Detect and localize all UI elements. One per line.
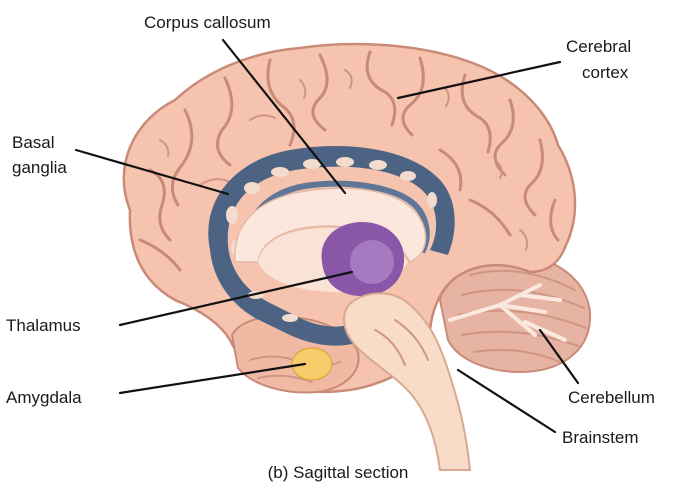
- leader-cerebellum: [538, 328, 580, 385]
- leader-brainstem: [456, 368, 557, 434]
- arbor-vitae: [448, 283, 567, 342]
- leader-corpus-callosum: [221, 38, 347, 195]
- labels: Corpus callosum Cerebral cortex Basal ga…: [6, 13, 655, 482]
- brainstem-shape: [343, 292, 472, 471]
- corpus-callosum: [234, 187, 427, 263]
- thalamus: [321, 222, 405, 296]
- amygdala: [291, 347, 333, 381]
- leader-basal-ganglia: [74, 148, 230, 196]
- label-amygdala: Amygdala: [6, 388, 82, 407]
- cerebellum: [438, 253, 592, 374]
- label-corpus-callosum: Corpus callosum: [144, 13, 271, 32]
- leader-amygdala: [118, 362, 307, 395]
- label-cerebral-cortex-line1: Cerebral: [566, 37, 631, 56]
- label-thalamus: Thalamus: [6, 316, 81, 335]
- cortex-folds: [138, 50, 560, 272]
- caption: (b) Sagittal section: [268, 463, 409, 482]
- label-basal-ganglia-line2: ganglia: [12, 158, 67, 177]
- leader-lines: [74, 38, 580, 434]
- label-basal-ganglia-line1: Basal: [12, 133, 55, 152]
- brainstem-pons: [374, 319, 429, 366]
- thalamus-highlight: [350, 240, 394, 284]
- brainstem: [343, 292, 472, 471]
- label-brainstem: Brainstem: [562, 428, 639, 447]
- basal-ganglia: [208, 145, 455, 346]
- label-cerebellum: Cerebellum: [568, 388, 655, 407]
- basal-ganglia-gaps: [226, 157, 437, 322]
- leader-thalamus: [118, 270, 354, 327]
- cortex-folds-minor: [159, 69, 529, 251]
- leader-cerebral-cortex: [396, 60, 562, 100]
- cerebellum-folia: [457, 269, 587, 363]
- label-cerebral-cortex-line2: cortex: [582, 63, 629, 82]
